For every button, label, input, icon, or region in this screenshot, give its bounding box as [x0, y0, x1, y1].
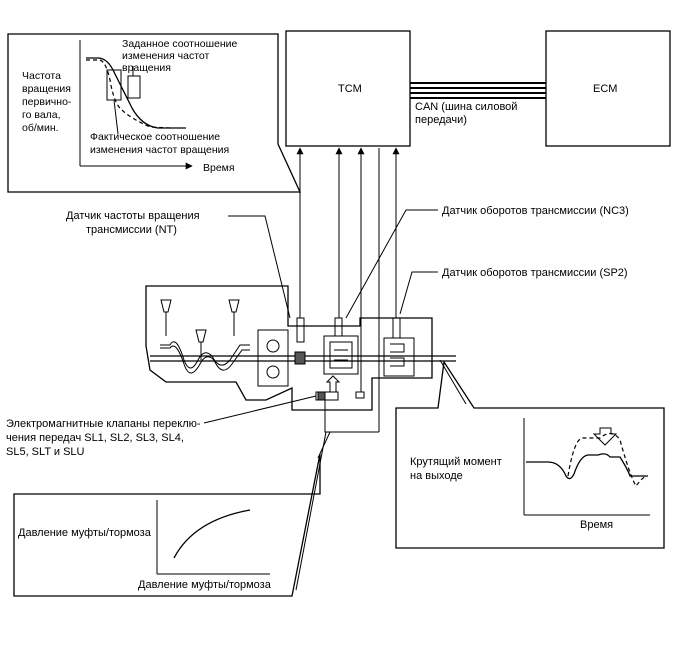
pressure-callout-leader-a — [295, 431, 327, 591]
actual-ratio-line1: Фактическое соотношение — [90, 131, 220, 143]
torque-dashed-curve — [567, 432, 647, 488]
pressure-xlabel: Давление муфты/тормоза — [138, 579, 272, 591]
nt-sensor-label-line1: Датчик частоты вращения — [66, 210, 200, 222]
sp2-sensor-label: Датчик оборотов трансмиссии (SP2) — [442, 267, 628, 279]
ecm-label: ECM — [593, 83, 617, 95]
inset-speed-ratio: Заданное соотношение изменения частот вр… — [7, 33, 302, 193]
signal-lines — [296, 147, 400, 433]
sp2-leader — [399, 271, 438, 315]
yaxis-line3: первично- — [22, 96, 72, 108]
actual-ratio-line2: изменения частот вращения — [90, 144, 229, 156]
sp2-sensor — [392, 317, 401, 339]
solenoid-label-line1: Электромагнитные клапаны переклю- — [6, 418, 201, 430]
nt-leader — [228, 215, 291, 319]
nt-sensor-label-line2: трансмиссии (NT) — [86, 224, 177, 236]
can-bus-lines — [410, 82, 546, 99]
pressure-callout-leader-b — [317, 431, 331, 459]
tcm-box: TCM — [285, 30, 411, 147]
solenoid-label-line2: чения передач SL1, SL2, SL3, SL4, — [6, 432, 184, 444]
can-label-line1: CAN (шина силовой — [415, 101, 517, 113]
yaxis-line5: об/мин. — [22, 122, 59, 134]
can-label-line2: передачи) — [415, 114, 467, 126]
torque-callout-leader — [439, 359, 467, 405]
ecm-box: ECM — [545, 30, 671, 147]
torque-solid-curve — [526, 453, 648, 480]
torque-down-arrow — [592, 427, 618, 446]
solenoid-leader — [203, 395, 317, 424]
transmission-body — [145, 285, 456, 411]
nc3-sensor-label: Датчик оборотов трансмиссии (NC3) — [442, 205, 629, 217]
target-ratio-line2: изменения частот — [122, 50, 210, 62]
target-ratio-line1: Заданное соотношение — [122, 38, 238, 50]
nt-sensor — [296, 317, 305, 343]
inset-output-torque: Крутящий момент на выходе Время — [395, 360, 665, 549]
nc3-sensor — [334, 317, 343, 337]
solenoid-label-line3: SL5, SLT и SLU — [6, 446, 85, 458]
torque-ylabel-line2: на выходе — [410, 470, 463, 482]
yaxis-line1: Частота — [22, 70, 61, 82]
nc3-leader — [345, 209, 438, 319]
xaxis-label: Время — [203, 162, 235, 174]
pressure-curve — [173, 509, 251, 559]
target-curve — [86, 57, 186, 129]
yaxis-line4: го вала, — [22, 109, 61, 121]
target-bracket — [127, 75, 141, 99]
torque-ylabel-line1: Крутящий момент — [410, 456, 502, 468]
inset-clutch-pressure: Давление муфты/тормоза Давление муфты/то… — [13, 453, 321, 597]
yaxis-line2: вращения — [22, 83, 71, 95]
tcm-label: TCM — [338, 83, 362, 95]
torque-xlabel: Время — [580, 519, 613, 531]
pressure-ylabel: Давление муфты/тормоза — [18, 527, 152, 539]
target-ratio-line3: вращения — [122, 62, 171, 74]
actual-leader — [113, 99, 119, 135]
solenoid-valve — [317, 391, 326, 401]
